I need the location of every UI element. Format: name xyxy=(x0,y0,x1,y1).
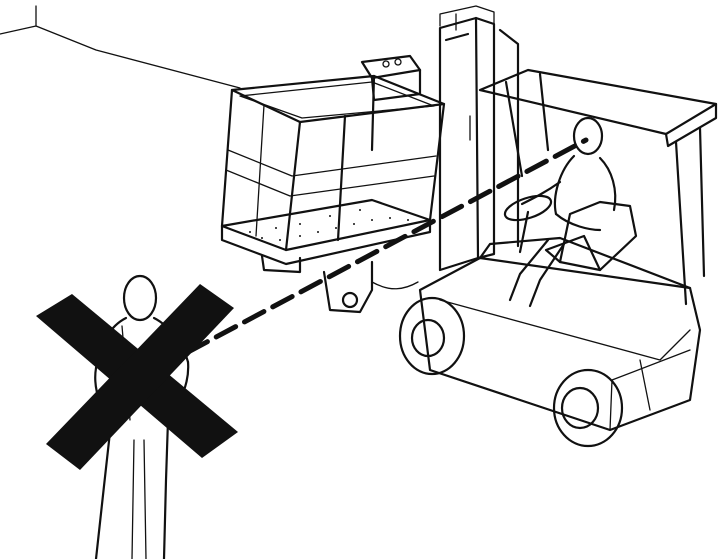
operator-icon xyxy=(510,118,615,306)
sight-line-icon xyxy=(188,140,586,352)
front-wheel-icon xyxy=(400,298,464,374)
forklift-icon xyxy=(400,6,716,446)
platform-floor-texture xyxy=(249,209,409,241)
rear-wheel-icon xyxy=(554,370,622,446)
prohibition-x-icon xyxy=(36,284,238,470)
room-corner-lines xyxy=(0,6,240,88)
